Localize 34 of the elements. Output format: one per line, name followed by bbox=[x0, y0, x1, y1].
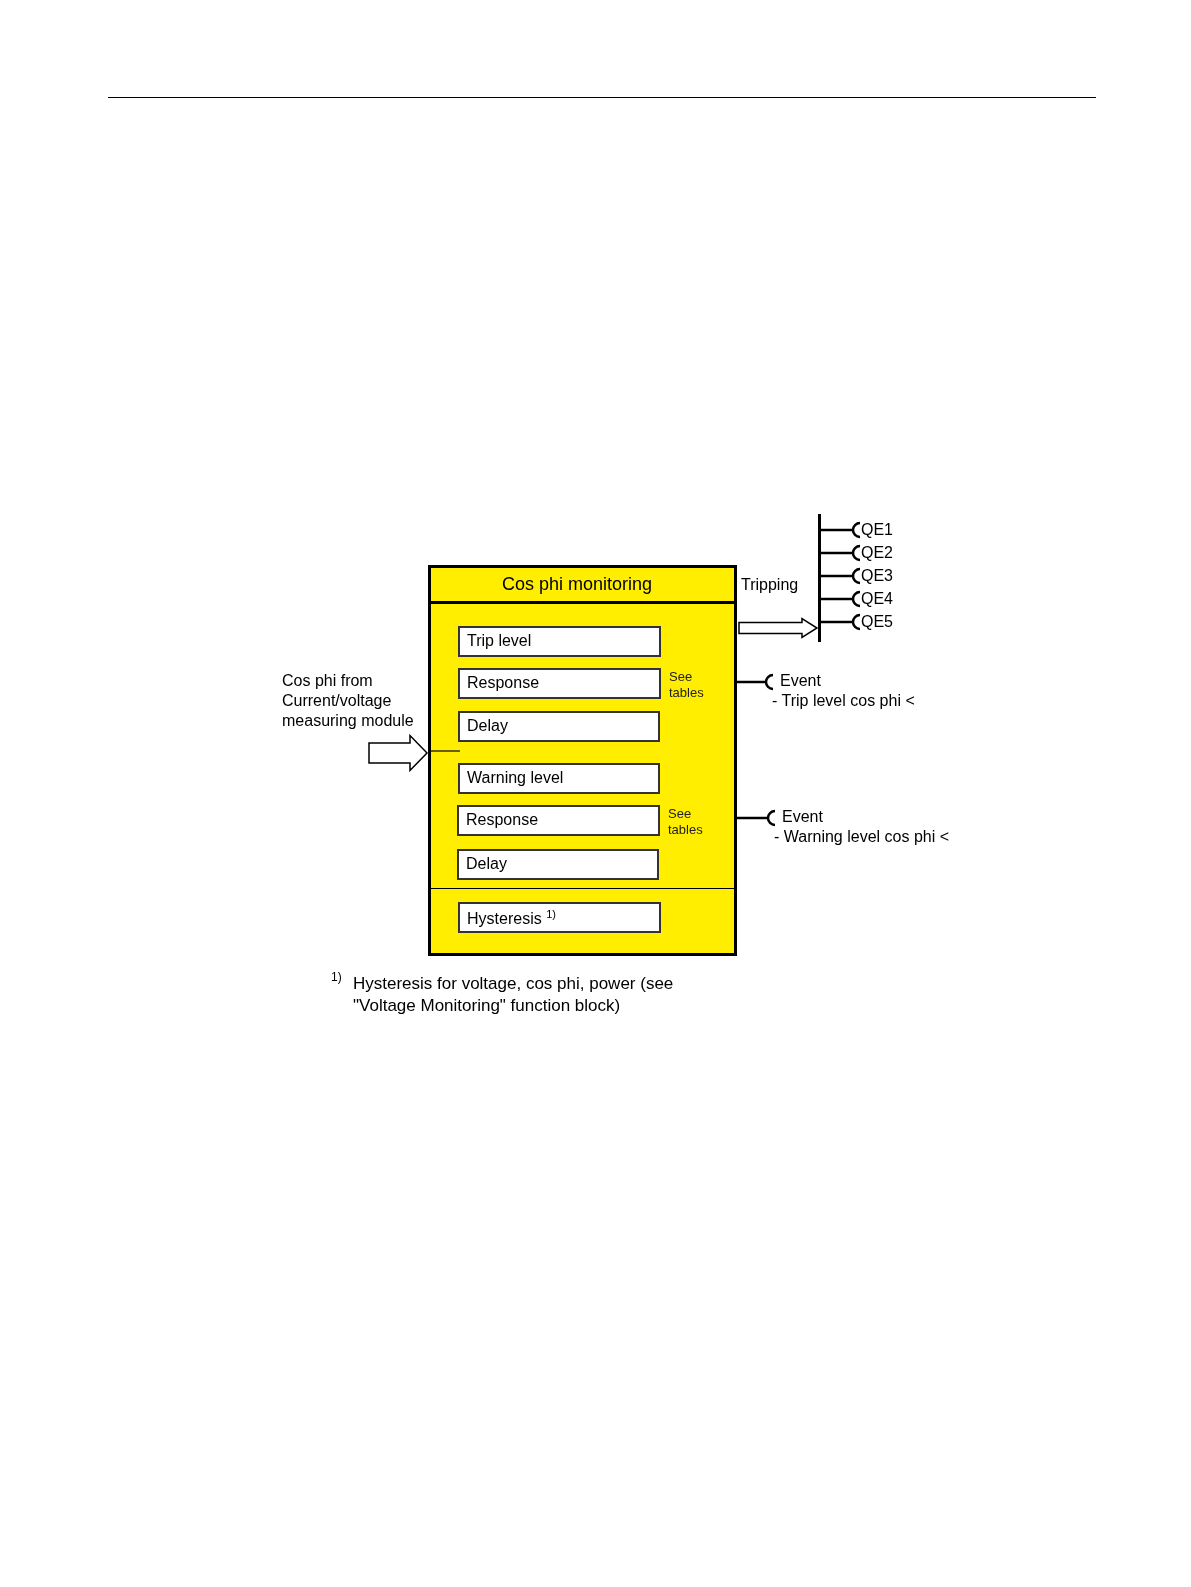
note-text: See tables bbox=[668, 806, 704, 838]
hollow-arrow bbox=[368, 733, 429, 773]
bus-bar bbox=[818, 514, 821, 642]
note-text: See tables bbox=[669, 669, 705, 701]
socket-connector bbox=[737, 673, 775, 691]
event-title: Event bbox=[780, 671, 822, 691]
parameter-field: Hysteresis $^{1)}$ bbox=[458, 902, 661, 933]
socket-connector bbox=[821, 544, 862, 562]
input-label: Cos phi from Current/voltage measuring module bbox=[282, 671, 432, 731]
event-description: - Warning level cos phi < bbox=[774, 827, 950, 847]
output-label: QE2 bbox=[861, 543, 893, 563]
footnote-mark: 1) bbox=[331, 970, 342, 984]
socket-connector bbox=[821, 567, 862, 585]
socket-connector bbox=[737, 809, 777, 827]
block-title: Cos phi monitoring bbox=[502, 574, 653, 595]
socket-connector bbox=[821, 590, 862, 608]
parameter-field: Warning level bbox=[458, 763, 660, 794]
function-block bbox=[428, 565, 737, 956]
socket-connector bbox=[821, 613, 862, 631]
event-title: Event bbox=[782, 807, 824, 827]
parameter-field: Delay bbox=[457, 849, 659, 880]
socket-connector bbox=[821, 521, 862, 539]
edge-label: Tripping bbox=[741, 575, 799, 595]
output-label: QE4 bbox=[861, 589, 893, 609]
output-label: QE5 bbox=[861, 612, 893, 632]
parameter-field: Trip level bbox=[458, 626, 661, 657]
footnote-text: Hysteresis for voltage, cos phi, power (see "Voltage Monitoring" function block) bbox=[353, 973, 675, 1017]
event-description: - Trip level cos phi < bbox=[772, 691, 915, 711]
hollow-arrow bbox=[738, 617, 819, 639]
parameter-field: Response bbox=[457, 805, 660, 836]
parameter-field: Response bbox=[458, 668, 661, 699]
output-label: QE3 bbox=[861, 566, 893, 586]
parameter-field: Delay bbox=[458, 711, 660, 742]
output-label: QE1 bbox=[861, 520, 893, 540]
